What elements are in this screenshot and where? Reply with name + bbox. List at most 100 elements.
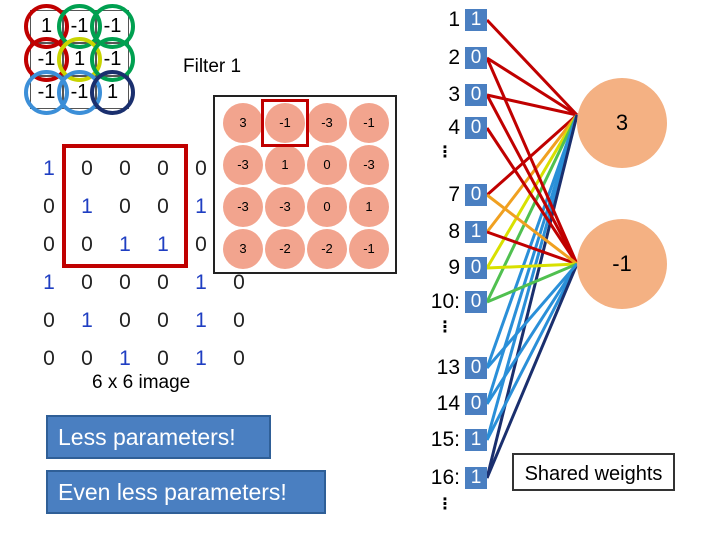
image-cell: 0 xyxy=(43,347,55,370)
input-box: 0 xyxy=(465,84,487,106)
image-cell: 0 xyxy=(195,233,207,256)
feature-circle: -1 xyxy=(265,103,305,143)
feature-circle: 0 xyxy=(307,145,347,185)
image-cell: 0 xyxy=(119,157,131,180)
image-cell: 1 xyxy=(119,233,131,256)
image-cell: 0 xyxy=(81,347,93,370)
filter-value: -1 xyxy=(103,48,122,70)
feature-circle: -3 xyxy=(265,187,305,227)
feature-highlight-box xyxy=(261,99,309,147)
input-index: 4 xyxy=(448,116,460,139)
shared-weights-label: Shared weights xyxy=(512,453,675,491)
ellipsis-dots: ⋮ xyxy=(437,144,453,161)
feature-circle: 3 xyxy=(223,229,263,269)
input-index: 14 xyxy=(436,392,460,415)
input-index: 8 xyxy=(448,220,460,243)
image-cell: 1 xyxy=(81,309,93,332)
input-box: 0 xyxy=(465,184,487,206)
feature-circle: -1 xyxy=(349,103,389,143)
input-index: 15: xyxy=(430,428,460,451)
input-index: 2 xyxy=(448,46,460,69)
filter-ring xyxy=(90,70,135,115)
weight-connection xyxy=(485,114,579,369)
feature-circle: 0 xyxy=(307,187,347,227)
weight-connection xyxy=(485,127,579,265)
image-cell: 1 xyxy=(195,271,207,294)
even-less-parameters-note: Even less parameters! xyxy=(46,470,326,514)
image-cell: 0 xyxy=(233,347,245,370)
image-cell: 1 xyxy=(195,195,207,218)
image-selection-box xyxy=(62,144,188,268)
input-index: 10: xyxy=(430,290,460,313)
feature-circle: -3 xyxy=(223,145,263,185)
less-parameters-note: Less parameters! xyxy=(46,415,271,459)
image-cell: 0 xyxy=(43,233,55,256)
input-index: 7 xyxy=(448,183,460,206)
ellipsis-dots: ⋮ xyxy=(437,496,453,513)
feature-circle: -3 xyxy=(223,187,263,227)
feature-circle: -3 xyxy=(307,103,347,143)
filter-title: Filter 1 xyxy=(183,56,242,77)
image-cell: 0 xyxy=(157,195,169,218)
image-cell: 0 xyxy=(157,271,169,294)
weight-connection xyxy=(485,94,579,265)
feature-circle: -3 xyxy=(349,145,389,185)
weight-connection xyxy=(485,263,579,369)
image-cell: 0 xyxy=(119,271,131,294)
feature-circle: 1 xyxy=(265,145,305,185)
image-cell: 1 xyxy=(157,233,169,256)
image-cell: 0 xyxy=(43,309,55,332)
weight-connection xyxy=(486,262,578,304)
weight-connection xyxy=(485,114,579,441)
output-neuron: 3 xyxy=(577,78,667,168)
filter-value: 1 xyxy=(73,48,86,70)
input-index: 1 xyxy=(448,8,460,31)
image-cell: 0 xyxy=(119,309,131,332)
image-cell: 0 xyxy=(81,271,93,294)
filter-value: 1 xyxy=(40,15,53,37)
image-cell: 1 xyxy=(195,347,207,370)
filter-value: -1 xyxy=(70,15,89,37)
image-cell: 0 xyxy=(233,309,245,332)
feature-circle: 1 xyxy=(349,187,389,227)
filter-value: -1 xyxy=(70,81,89,103)
weight-connection xyxy=(485,263,579,479)
filter-value: -1 xyxy=(37,48,56,70)
weight-connection xyxy=(485,18,579,117)
weight-connection xyxy=(485,114,579,233)
input-box: 0 xyxy=(465,257,487,279)
weight-connection xyxy=(485,114,579,405)
weight-connection xyxy=(485,263,579,405)
input-index: 3 xyxy=(448,83,460,106)
input-index: 16: xyxy=(430,466,460,489)
image-cell: 0 xyxy=(81,233,93,256)
weight-connection xyxy=(486,56,578,117)
weight-connection xyxy=(485,114,579,479)
input-box: 1 xyxy=(465,467,487,489)
feature-circle: 3 xyxy=(223,103,263,143)
output-neuron: -1 xyxy=(577,219,667,309)
input-index: 9 xyxy=(448,256,460,279)
image-cell: 1 xyxy=(43,271,55,294)
image-cell: 1 xyxy=(81,195,93,218)
weight-connection xyxy=(486,230,578,266)
image-cell: 1 xyxy=(195,309,207,332)
image-cell: 0 xyxy=(43,195,55,218)
input-box: 0 xyxy=(465,357,487,379)
filter-value: -1 xyxy=(37,81,56,103)
weight-connection xyxy=(486,93,578,117)
input-index: 13 xyxy=(436,356,460,379)
feature-circle: -1 xyxy=(349,229,389,269)
input-box: 0 xyxy=(465,393,487,415)
image-cell: 0 xyxy=(119,195,131,218)
weight-connection xyxy=(486,262,578,270)
weight-connection xyxy=(485,263,579,441)
feature-circle: -2 xyxy=(265,229,305,269)
input-box: 0 xyxy=(465,47,487,69)
weight-connection xyxy=(486,193,578,266)
weight-connection xyxy=(485,57,579,265)
image-caption: 6 x 6 image xyxy=(92,372,191,393)
image-cell: 0 xyxy=(195,157,207,180)
